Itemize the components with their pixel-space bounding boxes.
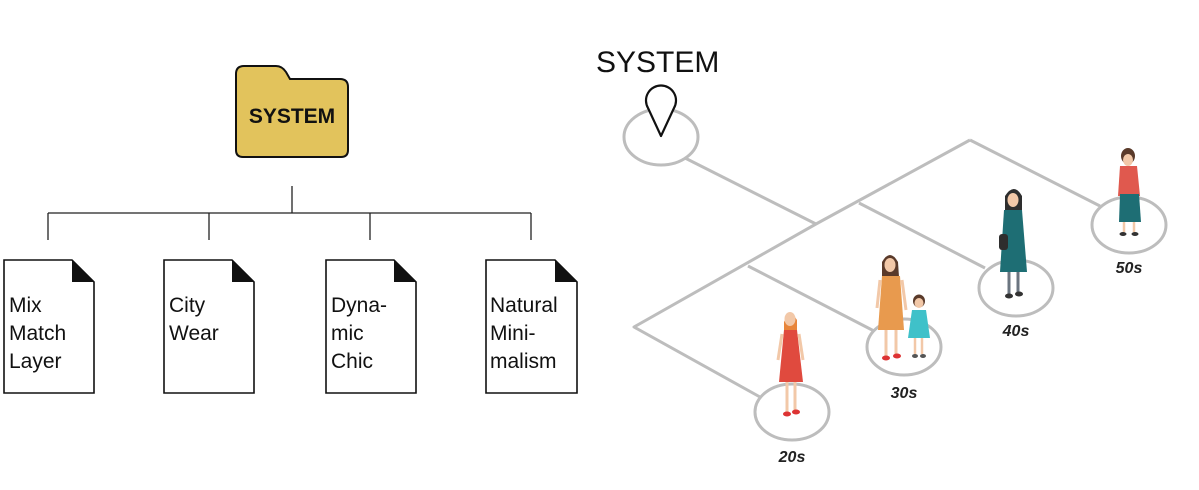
document-icon: Natural Mini- malism bbox=[485, 259, 578, 394]
stage-label-30s: 30s bbox=[891, 385, 918, 402]
document-label-mix-match-layer: Mix Match Layer bbox=[9, 294, 72, 373]
woman-40s-figure bbox=[999, 189, 1027, 299]
document-icon: City Wear bbox=[163, 259, 255, 394]
folder-icon: SYSTEM bbox=[235, 65, 349, 158]
stage-label-20s: 20s bbox=[778, 449, 806, 466]
map-pin-icon bbox=[644, 84, 678, 138]
stage-ring-30s bbox=[865, 317, 943, 377]
document-icon: Mix Match Layer bbox=[3, 259, 95, 394]
woman-50s-figure bbox=[1118, 148, 1141, 236]
path-lines bbox=[632, 138, 1101, 399]
folder-label: SYSTEM bbox=[249, 105, 335, 128]
stage-label-50s: 50s bbox=[1116, 260, 1143, 277]
woman-30s-figure bbox=[875, 255, 908, 361]
path-diagram: SYSTEM bbox=[596, 46, 1168, 466]
document-label-natural-minimalism: Natural Mini- malism bbox=[490, 294, 564, 373]
child-figure bbox=[908, 294, 930, 358]
woman-20s-figure bbox=[776, 312, 805, 417]
document-label-city-wear: City Wear bbox=[169, 294, 219, 345]
origin-label: SYSTEM bbox=[596, 46, 719, 79]
document-label-dynamic-chic: Dyna- mic Chic bbox=[331, 294, 393, 373]
stage-label-40s: 40s bbox=[1002, 323, 1030, 340]
tree-connectors bbox=[47, 186, 532, 240]
folder-tree: SYSTEM Mix Match Layer City bbox=[3, 65, 578, 394]
document-icon: Dyna- mic Chic bbox=[325, 259, 417, 394]
